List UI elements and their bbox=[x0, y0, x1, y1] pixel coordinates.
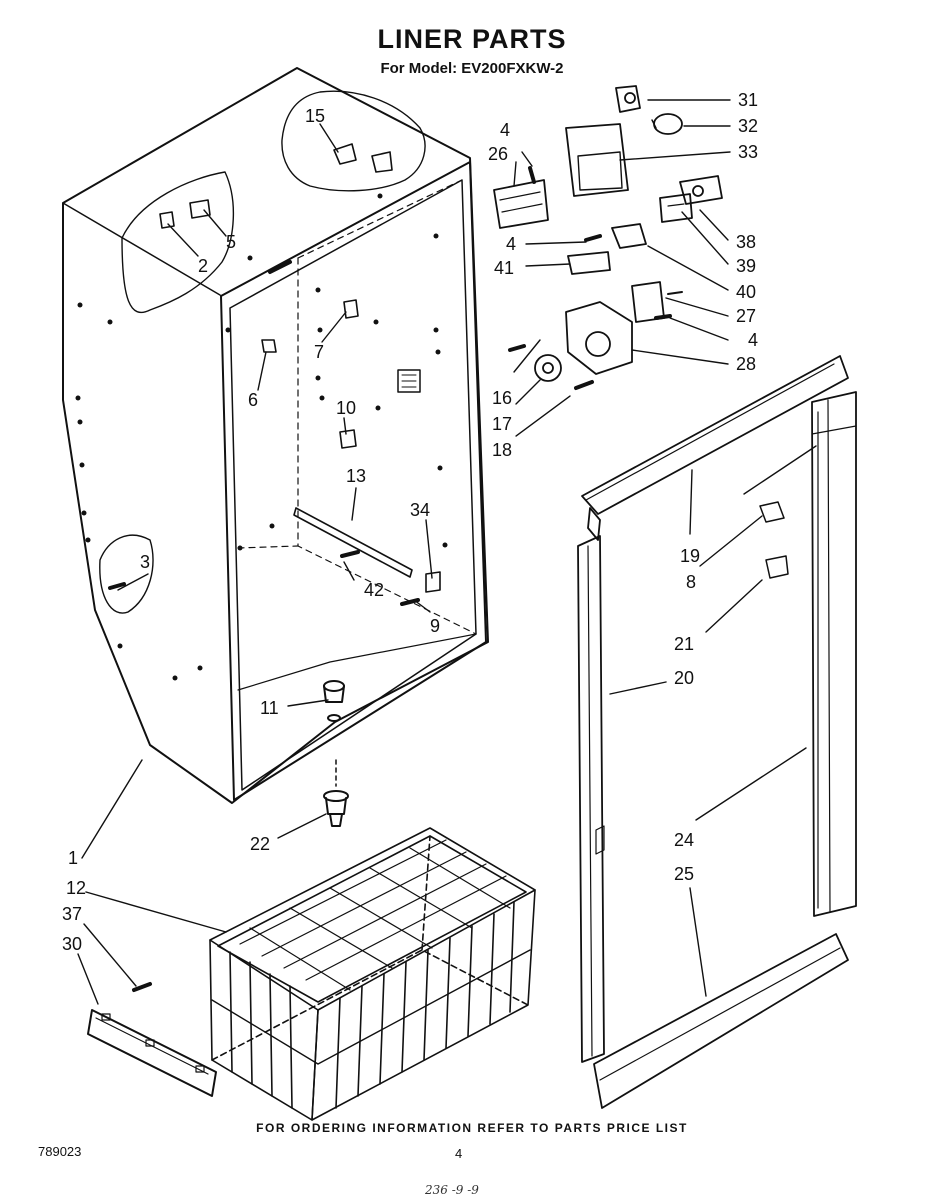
callout-16: 16 bbox=[492, 388, 512, 408]
callout-4-top: 4 bbox=[500, 120, 510, 140]
callout-8: 8 bbox=[686, 572, 696, 592]
door-breaker-strips bbox=[577, 355, 857, 1109]
ordering-note: FOR ORDERING INFORMATION REFER TO PARTS … bbox=[256, 1121, 688, 1135]
callout-13: 13 bbox=[346, 466, 366, 486]
callout-22: 22 bbox=[250, 834, 270, 854]
callout-11: 11 bbox=[260, 698, 279, 718]
callout-4-right: 4 bbox=[748, 330, 758, 350]
wire-basket bbox=[209, 827, 536, 1121]
callout-28: 28 bbox=[736, 354, 756, 374]
callout-39: 39 bbox=[736, 256, 756, 276]
cabinet-liner bbox=[62, 67, 489, 804]
callout-18: 18 bbox=[492, 440, 512, 460]
callout-30: 30 bbox=[62, 934, 82, 954]
callout-17: 17 bbox=[492, 414, 512, 434]
leader-lines bbox=[77, 99, 817, 1005]
callout-19: 19 bbox=[680, 546, 700, 566]
page-title: LINER PARTS bbox=[377, 24, 567, 54]
callout-26: 26 bbox=[488, 144, 508, 164]
callout-31: 31 bbox=[738, 90, 758, 110]
callout-40: 40 bbox=[736, 282, 756, 302]
callout-41: 41 bbox=[494, 258, 514, 278]
callout-25: 25 bbox=[674, 864, 694, 884]
callout-38: 38 bbox=[736, 232, 756, 252]
callout-15: 15 bbox=[305, 106, 325, 126]
basket-floor-grid bbox=[239, 839, 511, 991]
callout-42: 42 bbox=[364, 580, 384, 600]
callout-34: 34 bbox=[410, 500, 430, 520]
callout-2: 2 bbox=[198, 256, 208, 276]
callout-37: 37 bbox=[62, 904, 82, 924]
handwritten-note: 236 -9 -9 bbox=[425, 1183, 479, 1197]
callout-3: 3 bbox=[140, 552, 150, 572]
callout-32: 32 bbox=[738, 116, 758, 136]
control-components bbox=[493, 85, 723, 390]
callout-4-mid: 4 bbox=[506, 234, 516, 254]
basket-track bbox=[87, 982, 217, 1097]
callout-27: 27 bbox=[736, 306, 756, 326]
callout-5: 5 bbox=[226, 232, 236, 252]
document-number: 789023 bbox=[38, 1144, 82, 1159]
callout-numbers: 31 32 33 4 26 38 39 40 27 4 28 4 41 16 1… bbox=[62, 90, 758, 954]
callout-10: 10 bbox=[336, 398, 356, 418]
callout-7: 7 bbox=[314, 342, 324, 362]
drain-fitting bbox=[323, 759, 349, 827]
callout-33: 33 bbox=[738, 142, 758, 162]
model-line: For Model: EV200FXKW-2 bbox=[380, 60, 564, 77]
callout-12: 12 bbox=[66, 878, 86, 898]
callout-20: 20 bbox=[674, 668, 694, 688]
callout-21: 21 bbox=[674, 634, 694, 654]
basket-vertical-wires bbox=[229, 901, 515, 1109]
callout-6: 6 bbox=[248, 390, 258, 410]
callout-9: 9 bbox=[430, 616, 440, 636]
page-number: 4 bbox=[455, 1146, 463, 1161]
callout-1: 1 bbox=[68, 848, 78, 868]
callout-24: 24 bbox=[674, 830, 694, 850]
